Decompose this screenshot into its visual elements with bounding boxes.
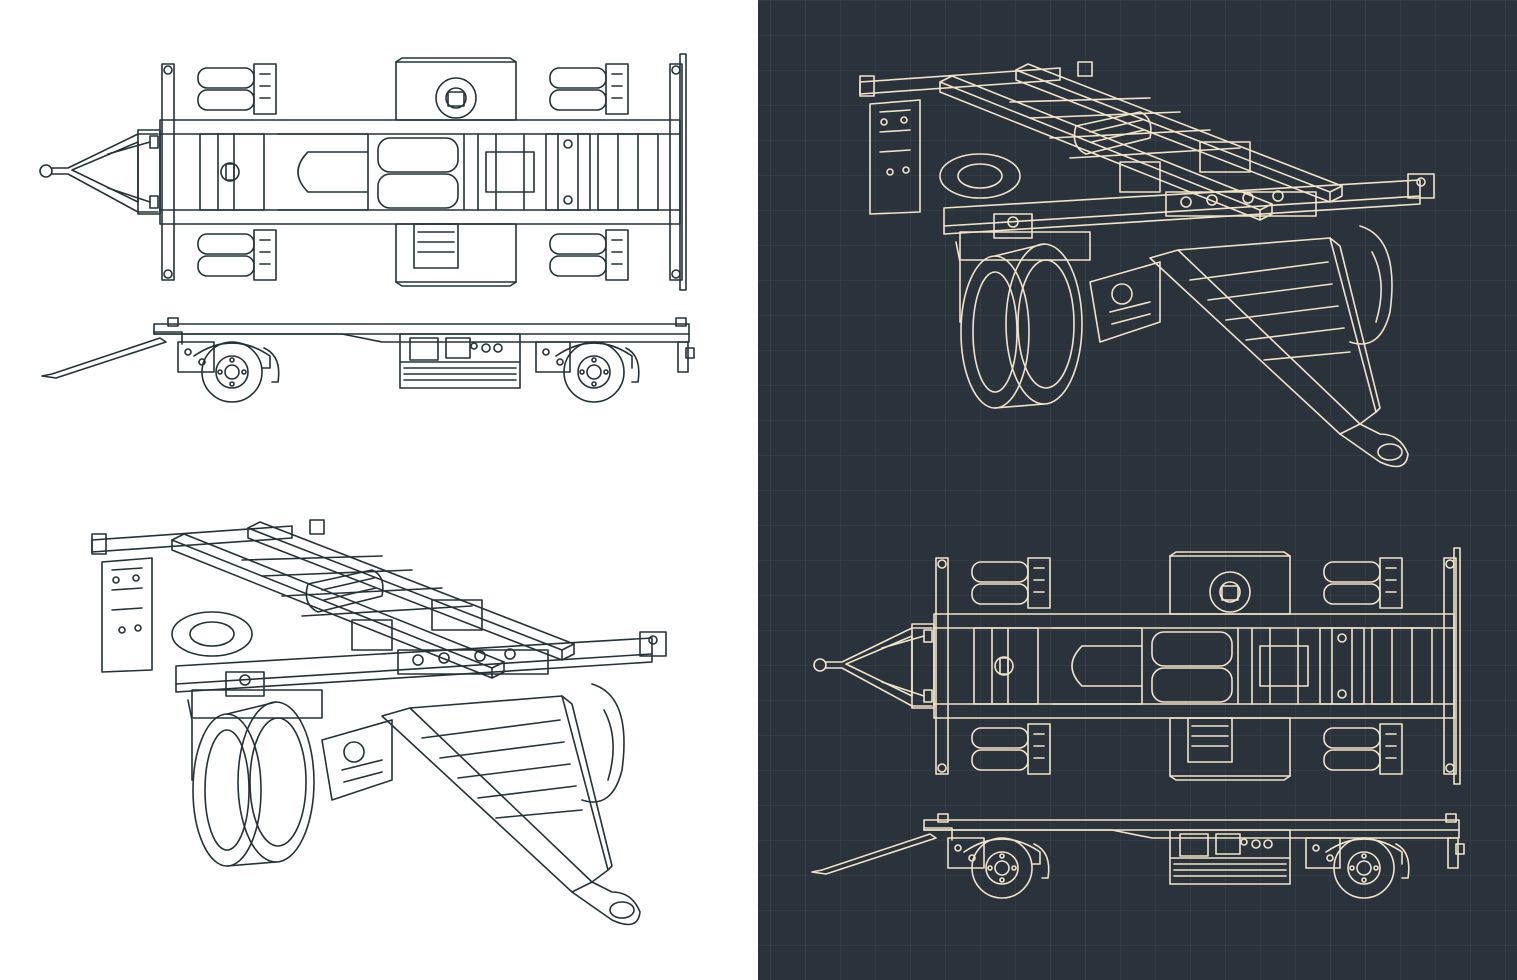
dark-panel-grid (758, 0, 1517, 980)
